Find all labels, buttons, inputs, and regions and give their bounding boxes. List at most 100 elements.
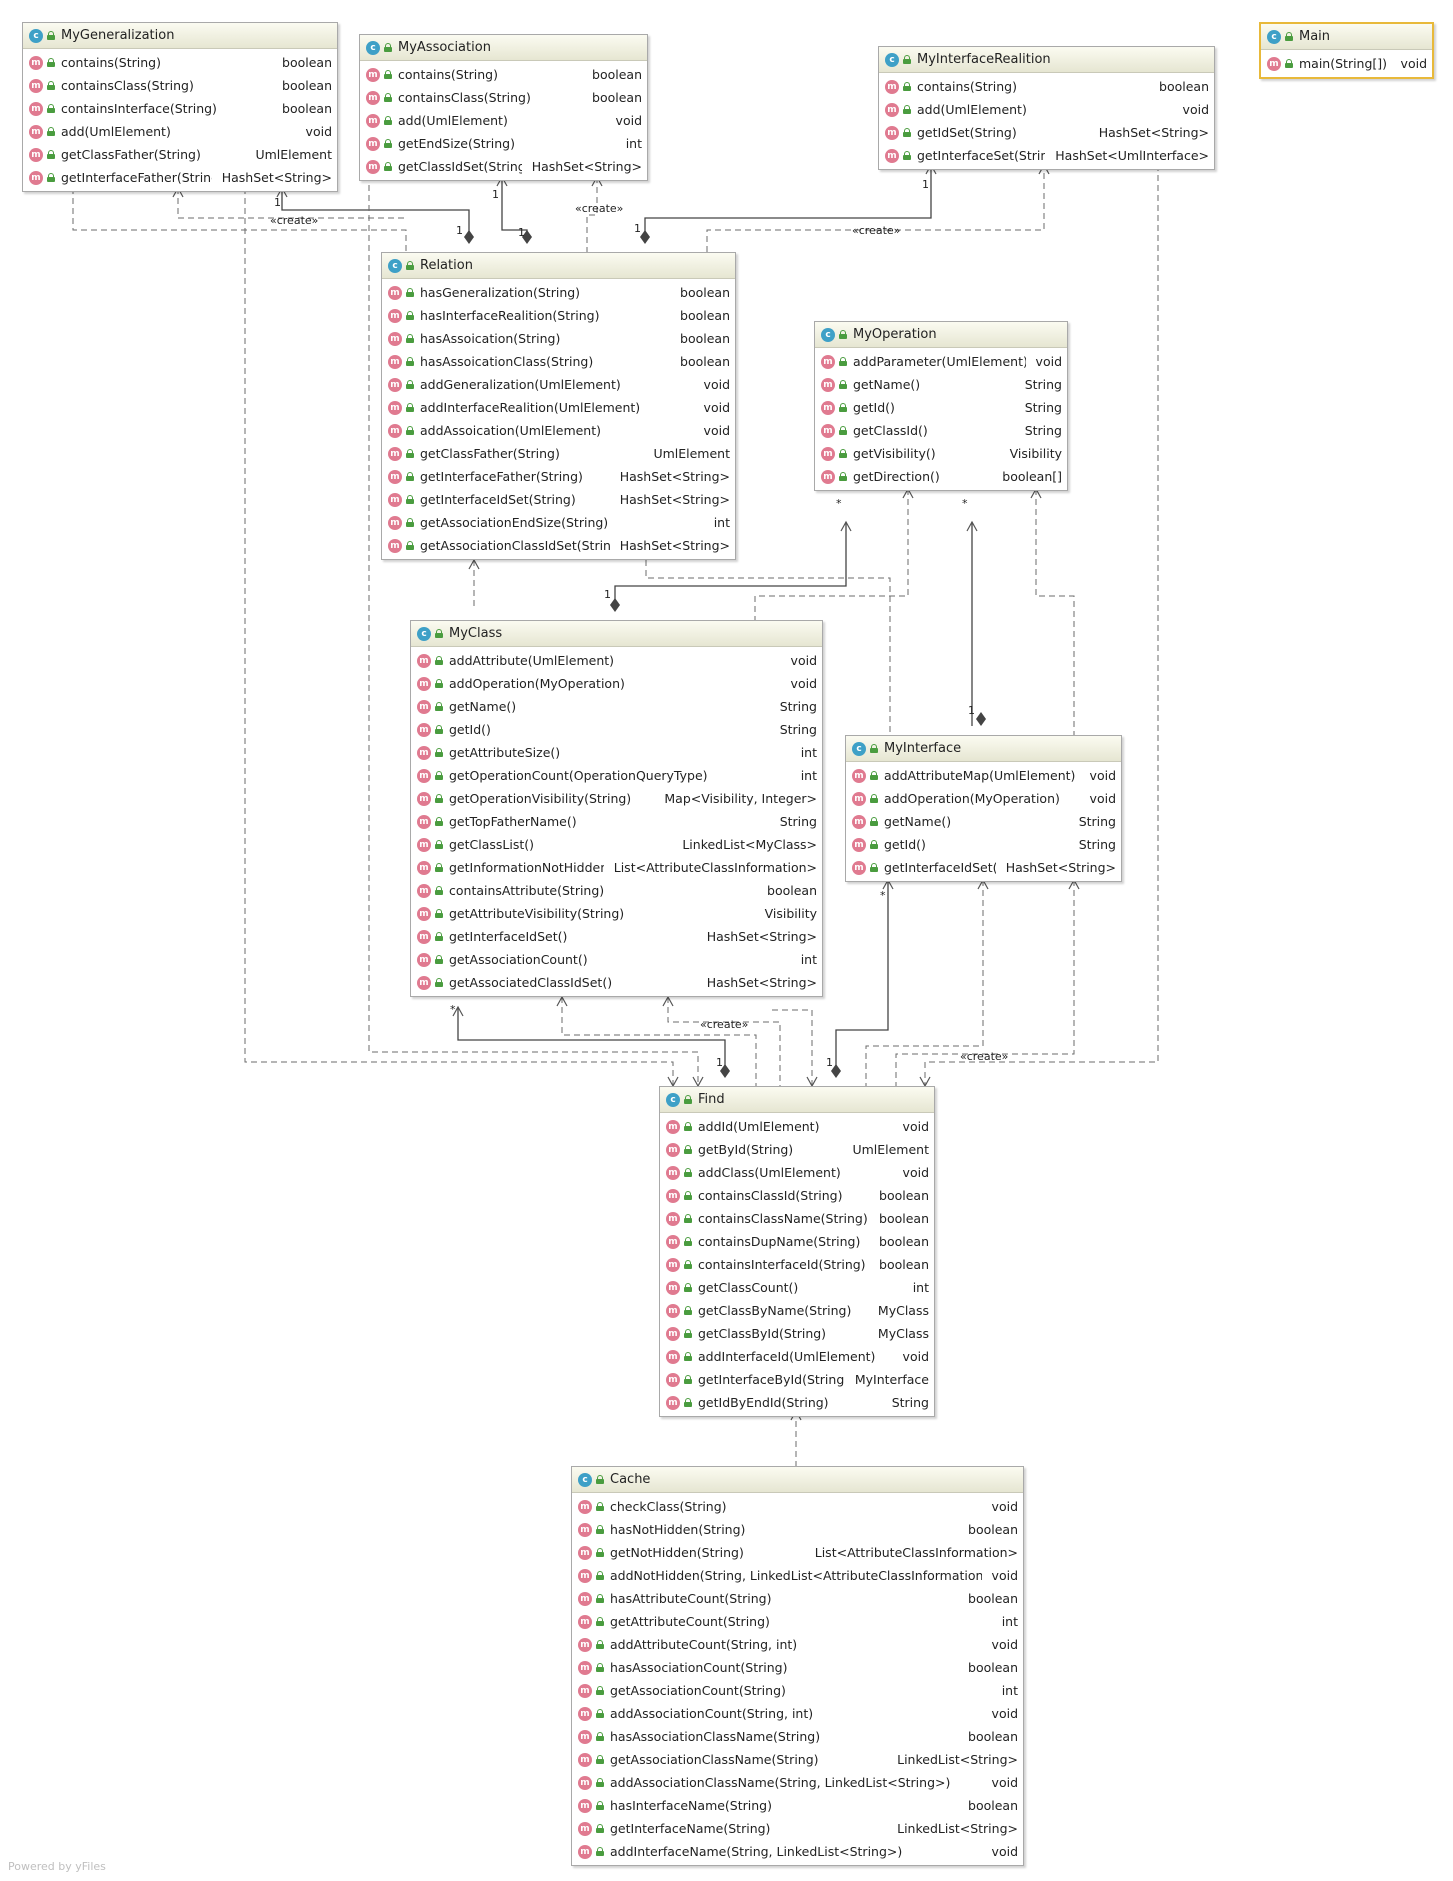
method-row[interactable]: maddOperation(MyOperation)void (846, 787, 1121, 810)
method-row[interactable]: maddInterfaceRealition(UmlElement)void (382, 396, 735, 419)
method-row[interactable]: mgetId()String (411, 718, 822, 741)
method-row[interactable]: maddAssociationClassName(String, LinkedL… (572, 1771, 1023, 1794)
method-row[interactable]: maddInterfaceName(String, LinkedList<Str… (572, 1840, 1023, 1863)
method-row[interactable]: madd(UmlElement)void (23, 120, 337, 143)
method-row[interactable]: mgetIdSet(String)HashSet<String> (879, 121, 1214, 144)
method-row[interactable]: mcontains(String)boolean (879, 75, 1214, 98)
method-row[interactable]: mgetAssociationCount()int (411, 948, 822, 971)
method-row[interactable]: mgetInterfaceName(String)LinkedList<Stri… (572, 1817, 1023, 1840)
method-row[interactable]: mgetClassList()LinkedList<MyClass> (411, 833, 822, 856)
method-row[interactable]: mhasAssociationClassName(String)boolean (572, 1725, 1023, 1748)
method-row[interactable]: mmain(String[])void (1261, 52, 1432, 75)
method-row[interactable]: mgetIdByEndId(String)String (660, 1391, 934, 1414)
class-box-myinterface[interactable]: cMyInterfacemaddAttributeMap(UmlElement)… (845, 735, 1122, 882)
method-row[interactable]: mgetById(String)UmlElement (660, 1138, 934, 1161)
class-box-find[interactable]: cFindmaddId(UmlElement)voidmgetById(Stri… (659, 1086, 935, 1417)
method-row[interactable]: mcontainsInterfaceId(String)boolean (660, 1253, 934, 1276)
method-row[interactable]: mgetInterfaceIdSet()HashSet<String> (846, 856, 1121, 879)
method-row[interactable]: mhasGeneralization(String)boolean (382, 281, 735, 304)
method-row[interactable]: mgetInterfaceIdSet(String)HashSet<String… (382, 488, 735, 511)
method-row[interactable]: mcontains(String)boolean (360, 63, 647, 86)
class-box-mygeneralization[interactable]: cMyGeneralizationmcontains(String)boolea… (22, 22, 338, 192)
class-box-cache[interactable]: cCachemcheckClass(String)voidmhasNotHidd… (571, 1466, 1024, 1866)
method-row[interactable]: mgetTopFatherName()String (411, 810, 822, 833)
method-row[interactable]: mgetClassByName(String)MyClass (660, 1299, 934, 1322)
method-row[interactable]: maddNotHidden(String, LinkedList<Attribu… (572, 1564, 1023, 1587)
method-row[interactable]: maddAssoication(UmlElement)void (382, 419, 735, 442)
class-header[interactable]: cMyAssociation (360, 35, 647, 61)
class-header[interactable]: cMyClass (411, 621, 822, 647)
method-row[interactable]: mgetEndSize(String)int (360, 132, 647, 155)
class-header[interactable]: cFind (660, 1087, 934, 1113)
method-row[interactable]: mgetClassIdSet(String)HashSet<String> (360, 155, 647, 178)
method-row[interactable]: maddAssociationCount(String, int)void (572, 1702, 1023, 1725)
method-row[interactable]: maddGeneralization(UmlElement)void (382, 373, 735, 396)
method-row[interactable]: mhasInterfaceName(String)boolean (572, 1794, 1023, 1817)
class-header[interactable]: cMyGeneralization (23, 23, 337, 49)
method-row[interactable]: mgetInformationNotHidden()List<Attribute… (411, 856, 822, 879)
method-row[interactable]: madd(UmlElement)void (879, 98, 1214, 121)
method-row[interactable]: mcontainsClassId(String)boolean (660, 1184, 934, 1207)
class-box-myclass[interactable]: cMyClassmaddAttribute(UmlElement)voidmad… (410, 620, 823, 997)
method-row[interactable]: mgetAttributeSize()int (411, 741, 822, 764)
method-row[interactable]: mcontainsDupName(String)boolean (660, 1230, 934, 1253)
class-header[interactable]: cRelation (382, 253, 735, 279)
method-row[interactable]: mgetName()String (815, 373, 1067, 396)
method-row[interactable]: mgetInterfaceFather(String)HashSet<Strin… (382, 465, 735, 488)
method-row[interactable]: mgetAttributeVisibility(String)Visibilit… (411, 902, 822, 925)
method-row[interactable]: mcontainsClass(String)boolean (360, 86, 647, 109)
method-row[interactable]: maddParameter(UmlElement)void (815, 350, 1067, 373)
method-row[interactable]: maddAttributeCount(String, int)void (572, 1633, 1023, 1656)
method-row[interactable]: mgetAssociationEndSize(String)int (382, 511, 735, 534)
method-row[interactable]: mgetClassById(String)MyClass (660, 1322, 934, 1345)
method-row[interactable]: mgetAssociationCount(String)int (572, 1679, 1023, 1702)
method-row[interactable]: mcontainsAttribute(String)boolean (411, 879, 822, 902)
method-row[interactable]: madd(UmlElement)void (360, 109, 647, 132)
method-row[interactable]: mgetInterfaceIdSet()HashSet<String> (411, 925, 822, 948)
method-row[interactable]: mhasNotHidden(String)boolean (572, 1518, 1023, 1541)
method-row[interactable]: mgetAssociationClassName(String)LinkedLi… (572, 1748, 1023, 1771)
method-row[interactable]: mgetId()String (815, 396, 1067, 419)
class-header[interactable]: cMain (1261, 24, 1432, 50)
method-row[interactable]: maddAttributeMap(UmlElement)void (846, 764, 1121, 787)
method-row[interactable]: mgetAssociationClassIdSet(String)HashSet… (382, 534, 735, 557)
method-row[interactable]: mhasInterfaceRealition(String)boolean (382, 304, 735, 327)
method-row[interactable]: maddAttribute(UmlElement)void (411, 649, 822, 672)
method-row[interactable]: maddOperation(MyOperation)void (411, 672, 822, 695)
class-box-main[interactable]: cMainmmain(String[])void (1259, 22, 1434, 79)
class-header[interactable]: cMyOperation (815, 322, 1067, 348)
class-header[interactable]: cMyInterface (846, 736, 1121, 762)
method-row[interactable]: mcheckClass(String)void (572, 1495, 1023, 1518)
method-row[interactable]: mgetDirection()boolean[] (815, 465, 1067, 488)
method-row[interactable]: mcontainsInterface(String)boolean (23, 97, 337, 120)
method-row[interactable]: mgetClassId()String (815, 419, 1067, 442)
method-row[interactable]: mgetVisibility()Visibility (815, 442, 1067, 465)
method-row[interactable]: mgetAttributeCount(String)int (572, 1610, 1023, 1633)
method-row[interactable]: mhasAssociationCount(String)boolean (572, 1656, 1023, 1679)
method-row[interactable]: mgetId()String (846, 833, 1121, 856)
method-row[interactable]: mgetNotHidden(String)List<AttributeClass… (572, 1541, 1023, 1564)
method-row[interactable]: mgetClassCount()int (660, 1276, 934, 1299)
method-row[interactable]: mgetAssociatedClassIdSet()HashSet<String… (411, 971, 822, 994)
method-row[interactable]: mgetOperationCount(OperationQueryType)in… (411, 764, 822, 787)
method-row[interactable]: maddClass(UmlElement)void (660, 1161, 934, 1184)
class-box-myassociation[interactable]: cMyAssociationmcontains(String)booleanmc… (359, 34, 648, 181)
method-row[interactable]: mcontainsClass(String)boolean (23, 74, 337, 97)
method-row[interactable]: mgetInterfaceFather(String)HashSet<Strin… (23, 166, 337, 189)
method-row[interactable]: mhasAssoicationClass(String)boolean (382, 350, 735, 373)
method-row[interactable]: mgetName()String (846, 810, 1121, 833)
class-box-myoperation[interactable]: cMyOperationmaddParameter(UmlElement)voi… (814, 321, 1068, 491)
method-row[interactable]: maddId(UmlElement)void (660, 1115, 934, 1138)
class-box-relation[interactable]: cRelationmhasGeneralization(String)boole… (381, 252, 736, 560)
method-row[interactable]: mgetClassFather(String)UmlElement (23, 143, 337, 166)
method-row[interactable]: mhasAssoication(String)boolean (382, 327, 735, 350)
method-row[interactable]: maddInterfaceId(UmlElement)void (660, 1345, 934, 1368)
method-row[interactable]: mhasAttributeCount(String)boolean (572, 1587, 1023, 1610)
method-row[interactable]: mcontains(String)boolean (23, 51, 337, 74)
class-box-myinterfacerealition[interactable]: cMyInterfaceRealitionmcontains(String)bo… (878, 46, 1215, 170)
class-header[interactable]: cCache (572, 1467, 1023, 1493)
method-row[interactable]: mgetInterfaceById(String)MyInterface (660, 1368, 934, 1391)
method-row[interactable]: mcontainsClassName(String)boolean (660, 1207, 934, 1230)
class-header[interactable]: cMyInterfaceRealition (879, 47, 1214, 73)
method-row[interactable]: mgetClassFather(String)UmlElement (382, 442, 735, 465)
